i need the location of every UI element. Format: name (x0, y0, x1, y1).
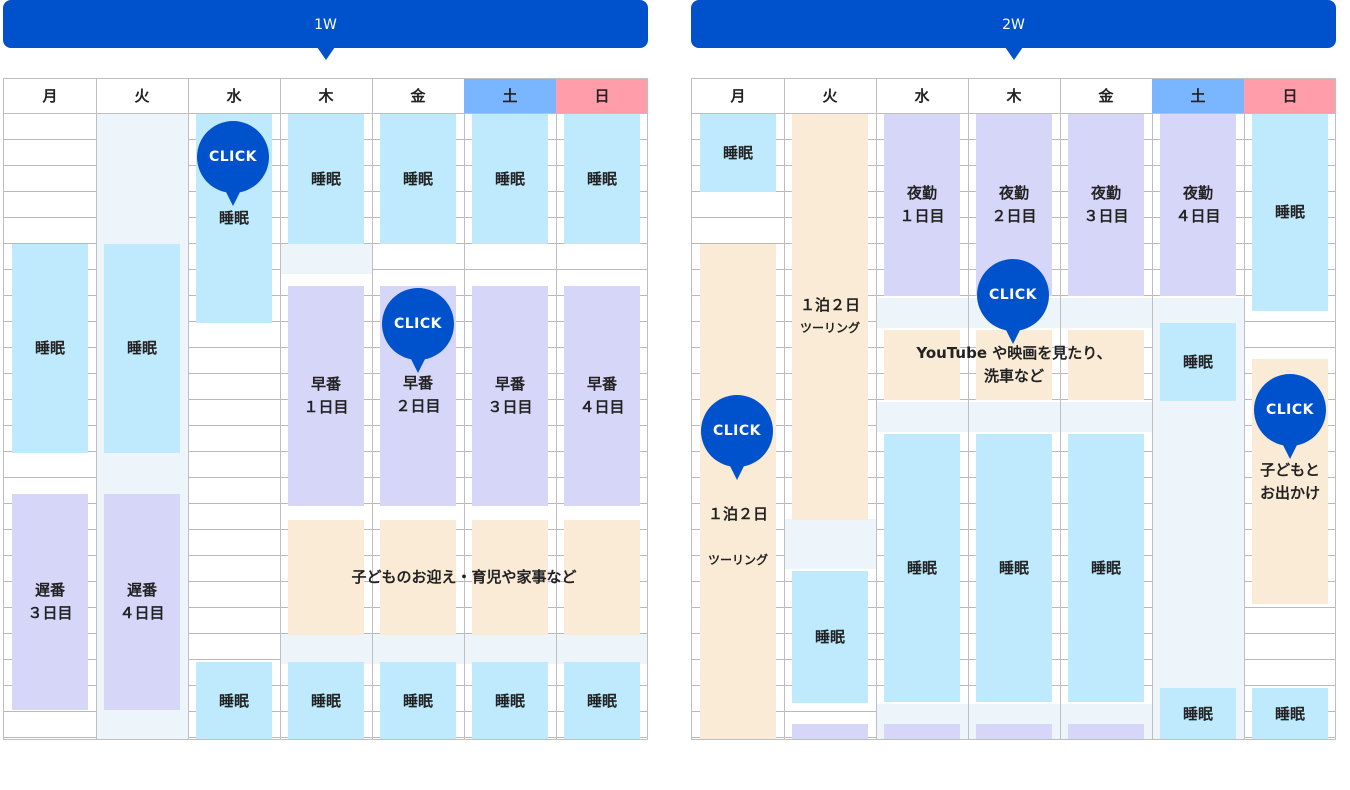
day-header-wed: 水 (188, 79, 281, 113)
click-bubble-thu[interactable]: CLICK (977, 259, 1049, 344)
sat-night-shift-block: 夜勤 ４日目 (1160, 114, 1236, 296)
day-header-tue: 火 (784, 79, 877, 113)
week-2-calendar: 月 火 水 木 金 土 日 睡眠 １泊２日 ツーリング (691, 78, 1336, 740)
day-header-fri: 金 (372, 79, 465, 113)
day-header-tue: 火 (96, 79, 189, 113)
thu-shift-bottom-block (976, 724, 1052, 739)
fri-night-shift-block: 夜勤 ３日目 (1068, 114, 1144, 296)
wed-night-shift-block: 夜勤 １日目 (884, 114, 960, 296)
kids-pickup-label: 子どものお迎え・育児や家事など (351, 568, 577, 586)
tue-touring-label-1: １泊２日 (799, 296, 860, 314)
click-bubble-sun[interactable]: CLICK (1254, 374, 1326, 459)
sun-kids-block (564, 520, 640, 635)
sat-sleep-mid-block: 睡眠 (1160, 323, 1236, 401)
mon-late-shift-block: 遅番 ３日目 (12, 494, 88, 710)
week-1-day-header: 月 火 水 木 金 土 日 (4, 79, 647, 114)
tue-late-shift-block: 遅番 ４日目 (104, 494, 180, 710)
thu-sleep-block: 睡眠 (288, 114, 364, 244)
tue-shift-bottom-block (792, 724, 868, 739)
fri-sleep-block: 睡眠 (1068, 434, 1144, 702)
sun-outing-label: 子どもと お出かけ (1259, 461, 1320, 502)
sun-sleep-bottom-block: 睡眠 (1252, 688, 1328, 739)
thu-kids-block (288, 520, 364, 635)
day-header-sat: 土 (1152, 79, 1245, 113)
thu-sleep-bottom-block: 睡眠 (288, 662, 364, 739)
day-header-thu: 木 (280, 79, 373, 113)
day-header-mon: 月 (692, 79, 785, 113)
day-header-mon: 月 (4, 79, 97, 113)
week-1-calendar: 月 火 水 木 金 土 日 睡眠 遅番 ３日目 睡眠 遅番 ４日目 (3, 78, 648, 740)
tue-touring-label-2: ツーリング (799, 321, 860, 335)
sat-kids-block (472, 520, 548, 635)
click-bubble-wed[interactable]: CLICK (197, 121, 269, 206)
sun-sleep-bottom-block: 睡眠 (564, 662, 640, 739)
fri-sleep-block: 睡眠 (380, 114, 456, 244)
tue-sleep-block: 睡眠 (104, 244, 180, 453)
wed-free-block (884, 330, 960, 400)
mon-touring-label-2: ツーリング (707, 553, 768, 567)
day-header-thu: 木 (968, 79, 1061, 113)
wed-sleep-block: 睡眠 (884, 434, 960, 702)
sat-sleep-bottom-block: 睡眠 (472, 662, 548, 739)
week-2-banner: 2W (691, 0, 1336, 60)
mon-touring-block[interactable]: １泊２日 ツーリング (700, 244, 776, 739)
mon-touring-label-1: １泊２日 (707, 505, 768, 523)
click-bubble-mon[interactable]: CLICK (701, 395, 773, 480)
week-2-grid: 睡眠 １泊２日 ツーリング １泊２日 ツーリング 睡眠 夜勤 １日目 睡眠 夜勤… (692, 114, 1335, 739)
week-1-schedule: 1W 月 火 水 木 金 土 日 睡眠 遅番 ３日目 睡眠 遅番 ４日目 (3, 0, 648, 742)
fri-sleep-bottom-block: 睡眠 (380, 662, 456, 739)
week-2-schedule: 2W 月 火 水 木 金 土 日 睡眠 １泊２ (691, 0, 1336, 742)
thu-early-shift-block: 早番 １日目 (288, 286, 364, 506)
fri-kids-block (380, 520, 456, 635)
tue-touring-block: １泊２日 ツーリング (792, 114, 868, 520)
day-header-sat: 土 (464, 79, 557, 113)
thu-night-shift-block: 夜勤 ２日目 (976, 114, 1052, 296)
sat-sleep-bottom-block: 睡眠 (1160, 688, 1236, 739)
fri-shift-bottom-block (1068, 724, 1144, 739)
sun-sleep-block: 睡眠 (564, 114, 640, 244)
tue-sleep-block: 睡眠 (792, 571, 868, 703)
week-2-day-header: 月 火 水 木 金 土 日 (692, 79, 1335, 114)
sun-early-shift-block: 早番 ４日目 (564, 286, 640, 506)
week-1-banner: 1W (3, 0, 648, 60)
fri-free-block (1068, 330, 1144, 400)
wed-shift-bottom-block (884, 724, 960, 739)
week-1-grid: 睡眠 遅番 ３日目 睡眠 遅番 ４日目 睡眠 睡眠 睡眠 早番 １日目 睡眠 睡… (4, 114, 647, 739)
wed-sleep-label: 睡眠 (218, 209, 249, 227)
sun-sleep-block: 睡眠 (1252, 114, 1328, 311)
youtube-label: YouTube や映画を見たり、 洗車など (916, 344, 1112, 385)
day-header-sun: 日 (556, 79, 647, 113)
fri-early-shift-label: 早番 ２日目 (395, 374, 441, 415)
mon-sleep-block: 睡眠 (12, 244, 88, 453)
click-bubble-fri[interactable]: CLICK (382, 288, 454, 373)
sat-early-shift-block: 早番 ３日目 (472, 286, 548, 506)
day-header-fri: 金 (1060, 79, 1153, 113)
day-header-sun: 日 (1244, 79, 1335, 113)
mon-sleep-block: 睡眠 (700, 114, 776, 192)
wed-sleep-bottom-block: 睡眠 (196, 662, 272, 739)
day-header-wed: 水 (876, 79, 969, 113)
thu-sleep-block: 睡眠 (976, 434, 1052, 702)
sat-sleep-block: 睡眠 (472, 114, 548, 244)
